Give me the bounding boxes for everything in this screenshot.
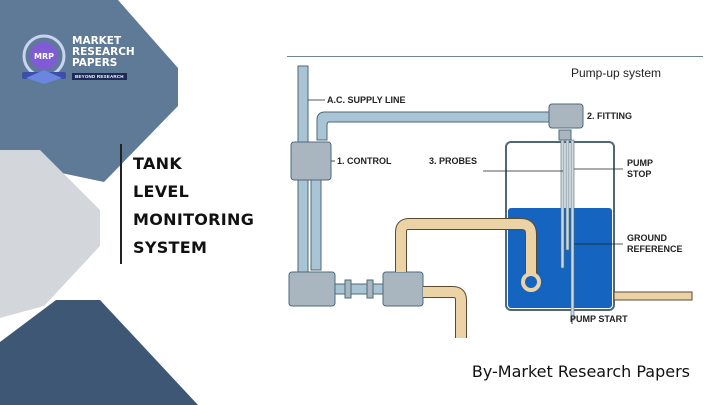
logo-monogram: MRP bbox=[34, 52, 54, 61]
label-pump-start: PUMP START bbox=[570, 314, 628, 324]
diagram-heading: Pump-up system bbox=[571, 66, 661, 80]
grey-diamond-shape bbox=[0, 150, 100, 318]
probe-rod bbox=[570, 139, 575, 321]
pump-up-system-diagram: Pump-up system A.C. SUPPLY LINE 2. FITTI… bbox=[288, 65, 693, 338]
logo-emblem-icon: MRP bbox=[22, 34, 66, 84]
probe-rod bbox=[560, 139, 565, 269]
tan-outlet-pipe bbox=[423, 286, 467, 338]
title-accent-bar bbox=[120, 144, 122, 264]
title-line: SYSTEM bbox=[133, 238, 208, 257]
brand-logo: MRP bbox=[16, 32, 156, 88]
label-pump-stop: STOP bbox=[627, 169, 651, 179]
pump-motor bbox=[382, 271, 424, 307]
logo-tagline: BEYOND RESEARCH bbox=[72, 73, 127, 80]
logo-line: PAPERS bbox=[72, 57, 118, 69]
supply-pipe-horizontal bbox=[316, 111, 550, 141]
tan-drain-pipe bbox=[613, 291, 693, 301]
title-line: TANK bbox=[133, 154, 183, 173]
logo-line: RESEARCH bbox=[72, 46, 135, 58]
diagram-top-rule bbox=[287, 56, 703, 57]
pump-block bbox=[288, 271, 336, 307]
label-pump-stop: PUMP bbox=[627, 158, 653, 168]
label-ground-reference: GROUND bbox=[627, 233, 667, 243]
label-probes: 3. PROBES bbox=[429, 156, 477, 166]
page-title: TANK LEVEL MONITORING SYSTEM bbox=[133, 150, 254, 262]
fitting-box bbox=[548, 103, 584, 129]
label-fitting: 2. FITTING bbox=[587, 111, 632, 121]
title-line: MONITORING bbox=[133, 210, 255, 229]
label-control: 1. CONTROL bbox=[337, 156, 392, 166]
logo-line: MARKET bbox=[72, 35, 122, 47]
logo-wordmark: MARKET RESEARCH PAPERS bbox=[72, 36, 135, 69]
probe-rod bbox=[565, 139, 570, 251]
footer-credit: By-Market Research Papers bbox=[471, 362, 690, 381]
title-line: LEVEL bbox=[133, 182, 190, 201]
label-ground-reference: REFERENCE bbox=[627, 244, 683, 254]
control-box bbox=[290, 141, 332, 181]
navy-corner-shape bbox=[0, 300, 198, 405]
label-supply-line: A.C. SUPPLY LINE bbox=[327, 95, 406, 105]
